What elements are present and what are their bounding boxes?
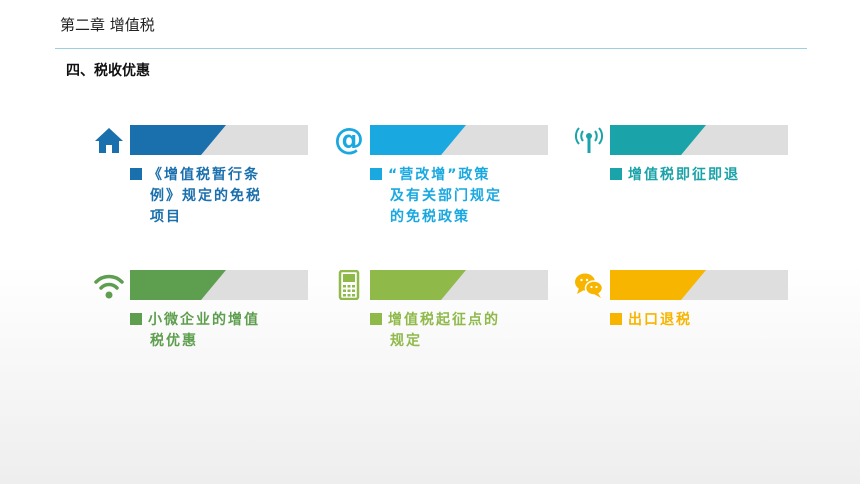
progress-bar xyxy=(130,270,308,300)
item-vat-reform-exemptions: @ “营改增”政策 及有关部门规定 的免税政策 xyxy=(334,125,564,245)
at-sign-icon: @ xyxy=(334,122,364,157)
wifi-icon xyxy=(94,270,124,300)
home-icon xyxy=(94,125,124,155)
progress-bar xyxy=(130,125,308,155)
bullet-square xyxy=(370,168,382,180)
item-text-line: 及有关部门规定 xyxy=(390,188,502,204)
bullet-square xyxy=(370,313,382,325)
item-text-line: 规定 xyxy=(390,333,422,349)
item-small-enterprise-vat: 小微企业的增值 税优惠 xyxy=(94,270,324,390)
chapter-title: 第二章 增值税 xyxy=(60,16,155,34)
item-text: 出口退税 xyxy=(610,310,790,331)
progress-bar xyxy=(610,270,788,300)
item-text-line: “营改增”政策 xyxy=(388,167,491,183)
item-text: 增值税即征即退 xyxy=(610,165,790,186)
item-text-line: 增值税起征点的 xyxy=(388,312,500,328)
item-text-line: 例》规定的免税 xyxy=(150,188,262,204)
item-text: “营改增”政策 及有关部门规定 的免税政策 xyxy=(370,165,550,228)
progress-bar xyxy=(370,270,548,300)
item-vat-threshold: 增值税起征点的 规定 xyxy=(334,270,564,390)
item-text-line: 项目 xyxy=(150,209,182,225)
item-vat-regulation-exemptions: 《增值税暂行条 例》规定的免税 项目 xyxy=(94,125,324,245)
item-text-line: 出口退税 xyxy=(628,312,692,328)
progress-bar-fill xyxy=(610,125,706,155)
progress-bar-fill xyxy=(610,270,706,300)
item-text-line: 增值税即征即退 xyxy=(628,167,740,183)
item-text: 《增值税暂行条 例》规定的免税 项目 xyxy=(130,165,310,228)
item-text: 增值税起征点的 规定 xyxy=(370,310,550,352)
header-divider xyxy=(55,48,807,49)
progress-bar-fill xyxy=(370,125,466,155)
item-text-line: 的免税政策 xyxy=(390,209,470,225)
item-text-line: 小微企业的增值 xyxy=(148,312,260,328)
item-vat-immediate-refund: 增值税即征即退 xyxy=(574,125,804,245)
progress-bar-fill xyxy=(370,270,466,300)
item-export-tax-refund: 出口退税 xyxy=(574,270,804,390)
bullet-square xyxy=(130,313,142,325)
bullet-square xyxy=(610,313,622,325)
chat-bubbles-icon xyxy=(574,270,604,300)
antenna-signal-icon xyxy=(574,125,604,155)
progress-bar-fill xyxy=(130,125,226,155)
bullet-square xyxy=(610,168,622,180)
progress-bar xyxy=(610,125,788,155)
progress-bar xyxy=(370,125,548,155)
item-text: 小微企业的增值 税优惠 xyxy=(130,310,310,352)
item-text-line: 税优惠 xyxy=(150,333,198,349)
item-text-line: 《增值税暂行条 xyxy=(148,167,260,183)
mobile-phone-icon xyxy=(334,270,364,300)
section-title: 四、税收优惠 xyxy=(66,63,150,79)
bullet-square xyxy=(130,168,142,180)
progress-bar-fill xyxy=(130,270,226,300)
